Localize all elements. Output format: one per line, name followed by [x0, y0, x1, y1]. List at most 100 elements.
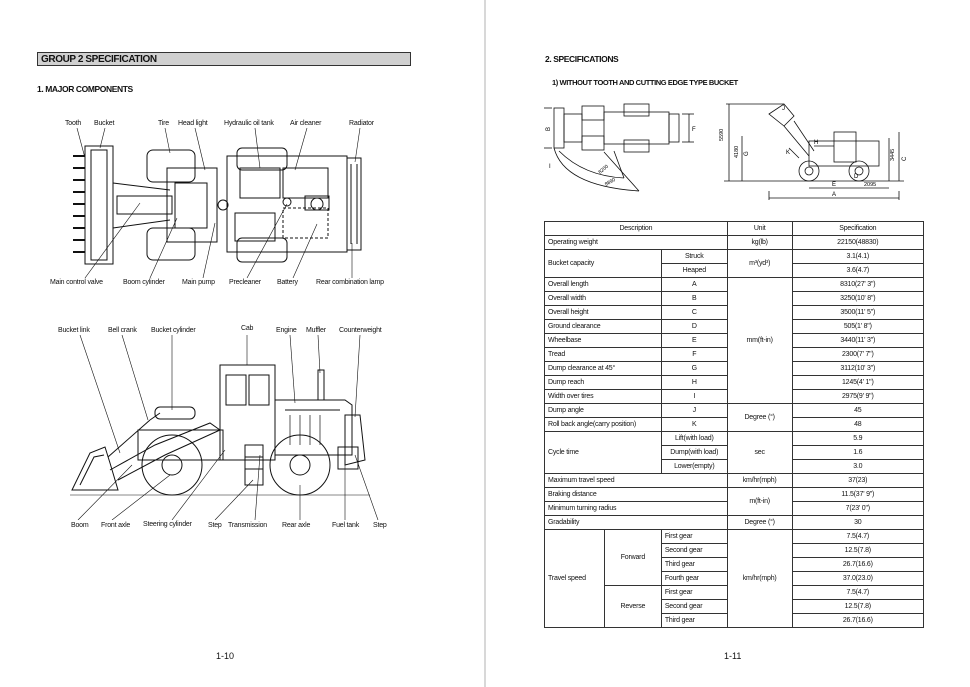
label-air-cleaner: Air cleaner: [290, 120, 322, 127]
table-row: Braking distance m(ft-in) 11.5(37' 9"): [544, 487, 925, 516]
row-code: K: [660, 417, 728, 432]
row-value: 7.5(4.7): [791, 529, 925, 544]
table-row: Ground clearance D 505(1' 8"): [544, 319, 925, 334]
label-bucket-cylinder: Bucket cylinder: [151, 327, 196, 334]
dim-label-f: F: [692, 127, 696, 133]
label-bucket-link: Bucket link: [58, 327, 90, 334]
page-divider: [484, 0, 486, 687]
dim-label-h2: 4180: [734, 146, 740, 158]
header-description: Description: [544, 221, 728, 236]
label-transmission: Transmission: [228, 522, 267, 529]
row-sub: Lower(empty): [660, 459, 728, 474]
label-head-light: Head light: [178, 120, 208, 127]
row-desc: Width over tires: [544, 389, 662, 404]
dim-label-c: C: [902, 156, 908, 161]
left-page: GROUP 2 SPECIFICATION 1. MAJOR COMPONENT…: [0, 0, 484, 687]
label-tire: Tire: [158, 120, 169, 127]
row-desc: Gradability: [544, 515, 728, 530]
row-sub: Heaped: [660, 263, 728, 278]
row-desc: Overall width: [544, 291, 662, 306]
dim-label-b: B: [546, 127, 552, 131]
table-row: Overall height C 3500(11' 5"): [544, 305, 925, 320]
table-row: Tread F 2300(7' 7"): [544, 347, 925, 362]
label-main-control-valve: Main control valve: [50, 279, 103, 286]
row-value: 45: [791, 403, 925, 418]
row-desc: Cycle time: [544, 431, 662, 474]
row-value: 3.6(4.7): [791, 263, 925, 278]
row-desc: Braking distance: [544, 487, 728, 502]
row-value: 3250(10' 8"): [791, 291, 925, 306]
dim-label-a: A: [832, 192, 836, 198]
row-value: 30: [791, 515, 925, 530]
section-title: 2. SPECIFICATIONS: [545, 54, 619, 64]
table-row: Second gear 12.5(7.8): [545, 543, 925, 558]
label-engine: Engine: [276, 327, 297, 334]
label-counterweight: Counterweight: [339, 327, 382, 334]
row-gear: Second gear: [660, 599, 728, 614]
label-rear-combination-lamp: Rear combination lamp: [316, 279, 384, 286]
row-unit: Degree (°): [726, 403, 793, 432]
row-code: E: [660, 333, 728, 348]
row-unit: m(ft-in): [726, 487, 793, 516]
row-code: J: [660, 403, 728, 418]
table-row: Third gear 26.7(16.6): [545, 613, 925, 628]
row-unit: km/hr(mph): [726, 473, 793, 488]
row-desc: Overall length: [544, 277, 662, 292]
row-value: 12.5(7.8): [791, 599, 925, 614]
table-row: Bucket capacity Struck m³(yd³) 3.1(4.1): [544, 249, 925, 278]
side-view-diagram: [70, 335, 379, 520]
label-steering-cylinder: Steering cylinder: [143, 521, 192, 528]
subsection-title: 1) WITHOUT TOOTH AND CUTTING EDGE TYPE B…: [552, 78, 738, 87]
row-gear: First gear: [660, 585, 728, 600]
row-sub: Struck: [660, 249, 728, 264]
label-precleaner: Precleaner: [229, 279, 261, 286]
row-direction: Forward: [603, 529, 662, 586]
row-desc: Wheelbase: [544, 333, 662, 348]
dim-label-h1: 5590: [719, 129, 725, 141]
row-value: 3.0: [791, 459, 925, 474]
row-direction: Reverse: [603, 585, 662, 628]
row-gear: Third gear: [660, 613, 728, 628]
table-row: Third gear 26.7(16.6): [545, 557, 925, 572]
row-unit: km/hr(mph): [726, 529, 793, 628]
label-front-axle: Front axle: [101, 522, 131, 529]
row-value: 2300(7' 7"): [791, 347, 925, 362]
dim-label-g: G: [744, 151, 750, 156]
row-gear: Fourth gear: [660, 571, 728, 586]
table-row: Dump angle J Degree (°) 45: [544, 403, 925, 432]
label-tooth: Tooth: [65, 120, 82, 127]
table-row: Lower(empty) 3.0: [545, 459, 925, 474]
top-view-diagram: [73, 128, 362, 278]
row-value: 3440(11' 3"): [791, 333, 925, 348]
table-header-row: Description Unit Specification: [544, 221, 925, 236]
row-code: C: [660, 305, 728, 320]
row-sub: Lift(with load): [660, 431, 728, 446]
section-title: 1. MAJOR COMPONENTS: [37, 84, 133, 94]
table-row: Dump clearance at 45° G 3112(10' 3"): [544, 361, 925, 376]
spec-table: Description Unit Specification Operating…: [544, 221, 925, 628]
row-gear: First gear: [660, 529, 728, 544]
dimension-side-view-diagram: 5590 4180 G 3445 C H K J D E 2095 A: [719, 103, 908, 200]
row-value: 37(23): [791, 473, 925, 488]
label-boom: Boom: [71, 522, 89, 529]
row-gear: Third gear: [660, 557, 728, 572]
table-row: Second gear 12.5(7.8): [545, 599, 925, 614]
dim-label-k: K: [786, 150, 790, 156]
row-value: 37.0(23.0): [791, 571, 925, 586]
row-value: 2975(9' 9"): [791, 389, 925, 404]
row-code: I: [660, 389, 728, 404]
dim-label-i: I: [549, 164, 551, 170]
row-unit: m³(yd³): [726, 249, 793, 278]
row-desc: Dump angle: [544, 403, 662, 418]
table-row: Cycle time Lift(with load) sec 5.9: [544, 431, 925, 474]
row-code: G: [660, 361, 728, 376]
row-code: B: [660, 291, 728, 306]
label-hydraulic-oil-tank: Hydraulic oil tank: [224, 120, 274, 127]
table-row: Operating weight kg(lb) 22150(48830): [544, 235, 925, 250]
row-desc: Ground clearance: [544, 319, 662, 334]
label-battery: Battery: [277, 279, 298, 286]
label-bucket: Bucket: [94, 120, 115, 127]
row-value: 3.1(4.1): [791, 249, 925, 264]
table-row: Fourth gear 37.0(23.0): [545, 571, 925, 586]
label-step-1: Step: [208, 522, 222, 529]
